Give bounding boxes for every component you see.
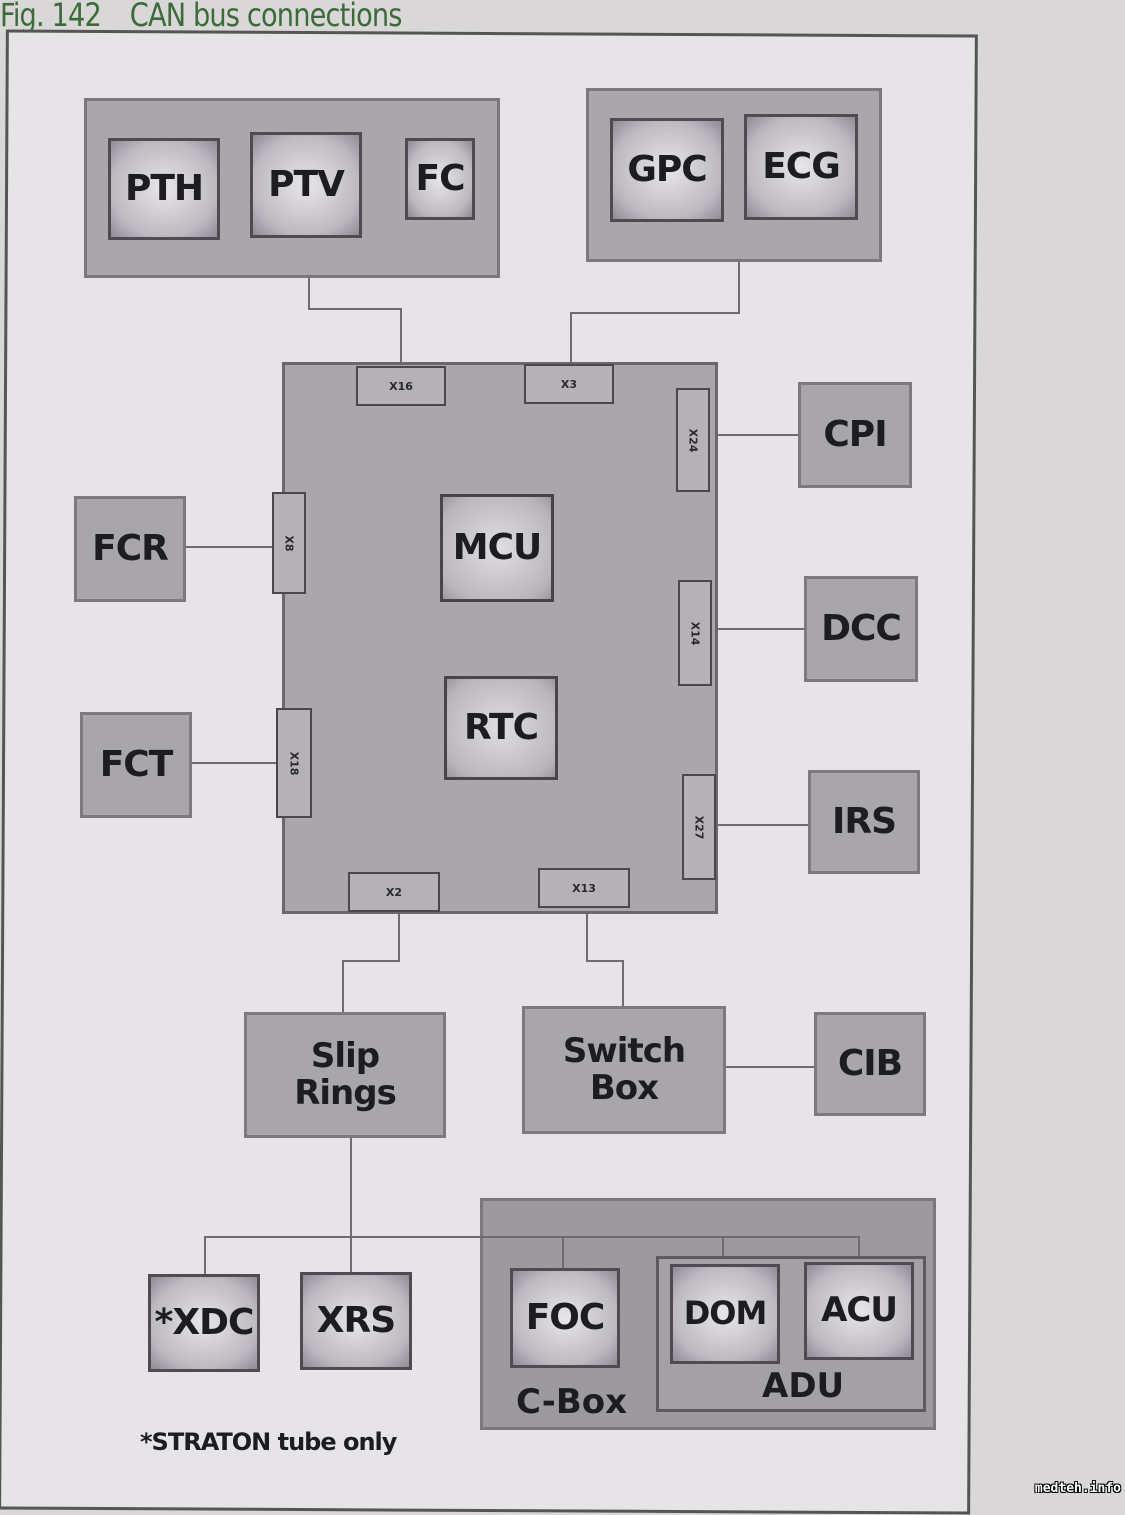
label-c-box: C-Box bbox=[516, 1382, 628, 1422]
line-gpc-x3-h bbox=[570, 312, 740, 314]
line-x13-v bbox=[586, 904, 588, 962]
connector-x16: X16 bbox=[356, 366, 446, 406]
line-slip-down bbox=[350, 1138, 352, 1274]
line-x2-h bbox=[342, 960, 400, 962]
module-dom: DOM bbox=[670, 1264, 780, 1364]
module-switch-box: Switch Box bbox=[522, 1006, 726, 1134]
line-fct bbox=[192, 762, 282, 764]
figure-caption: CAN bus connections bbox=[129, 0, 403, 34]
line-x2-v2 bbox=[342, 960, 344, 1014]
module-ecg: ECG bbox=[744, 114, 858, 220]
module-gpc: GPC bbox=[610, 118, 724, 222]
connector-x13: X13 bbox=[538, 868, 630, 908]
module-foc: FOC bbox=[510, 1268, 620, 1368]
line-gpc-x3-v1 bbox=[738, 236, 740, 314]
line-acu-drop-inner bbox=[858, 1236, 860, 1264]
connector-x14: X14 bbox=[678, 580, 712, 686]
line-x13-v2 bbox=[622, 960, 624, 1006]
line-bottom-bus-inner bbox=[480, 1236, 860, 1238]
connector-x2: X2 bbox=[348, 872, 440, 912]
module-fct: FCT bbox=[80, 712, 192, 818]
footnote: *STRATON tube only bbox=[140, 1428, 397, 1456]
module-cib: CIB bbox=[814, 1012, 926, 1116]
module-irs: IRS bbox=[808, 770, 920, 874]
line-x13-h bbox=[586, 960, 624, 962]
module-pth: PTH bbox=[108, 138, 220, 240]
line-irs bbox=[716, 824, 808, 826]
module-xdc: *XDC bbox=[148, 1274, 260, 1372]
module-xrs: XRS bbox=[300, 1272, 412, 1370]
module-slip-rings: Slip Rings bbox=[244, 1012, 446, 1138]
connector-x18: X18 bbox=[276, 708, 312, 818]
module-ptv: PTV bbox=[250, 132, 362, 238]
line-ptv-x16-v bbox=[400, 308, 402, 372]
connector-x24: X24 bbox=[676, 388, 710, 492]
line-dcc bbox=[708, 628, 806, 630]
connector-x3: X3 bbox=[524, 364, 614, 404]
module-mcu: MCU bbox=[440, 494, 554, 602]
label-adu: ADU bbox=[762, 1366, 845, 1406]
line-x2-v bbox=[398, 912, 400, 962]
main-controller-area bbox=[282, 362, 718, 914]
figure-number: Fig. 142 bbox=[0, 0, 102, 34]
module-acu: ACU bbox=[804, 1262, 914, 1360]
line-ptv-x16-h bbox=[308, 308, 402, 310]
module-rtc: RTC bbox=[444, 676, 558, 780]
line-dom-drop-inner bbox=[722, 1236, 724, 1266]
line-fcr bbox=[186, 546, 282, 548]
module-fcr: FCR bbox=[74, 496, 186, 602]
line-gpc-x3-v2 bbox=[570, 312, 572, 370]
watermark: medteh.info bbox=[1034, 1481, 1121, 1496]
figure-title: Fig. 142 CAN bus connections bbox=[0, 0, 402, 34]
module-fc: FC bbox=[405, 138, 475, 220]
line-foc-drop-inner bbox=[562, 1236, 564, 1270]
module-cpi: CPI bbox=[798, 382, 912, 488]
line-cpi bbox=[708, 434, 800, 436]
line-xdc-drop bbox=[204, 1236, 206, 1276]
connector-x8: X8 bbox=[272, 492, 306, 594]
module-dcc: DCC bbox=[804, 576, 918, 682]
line-cib bbox=[726, 1066, 814, 1068]
connector-x27: X27 bbox=[682, 774, 716, 880]
